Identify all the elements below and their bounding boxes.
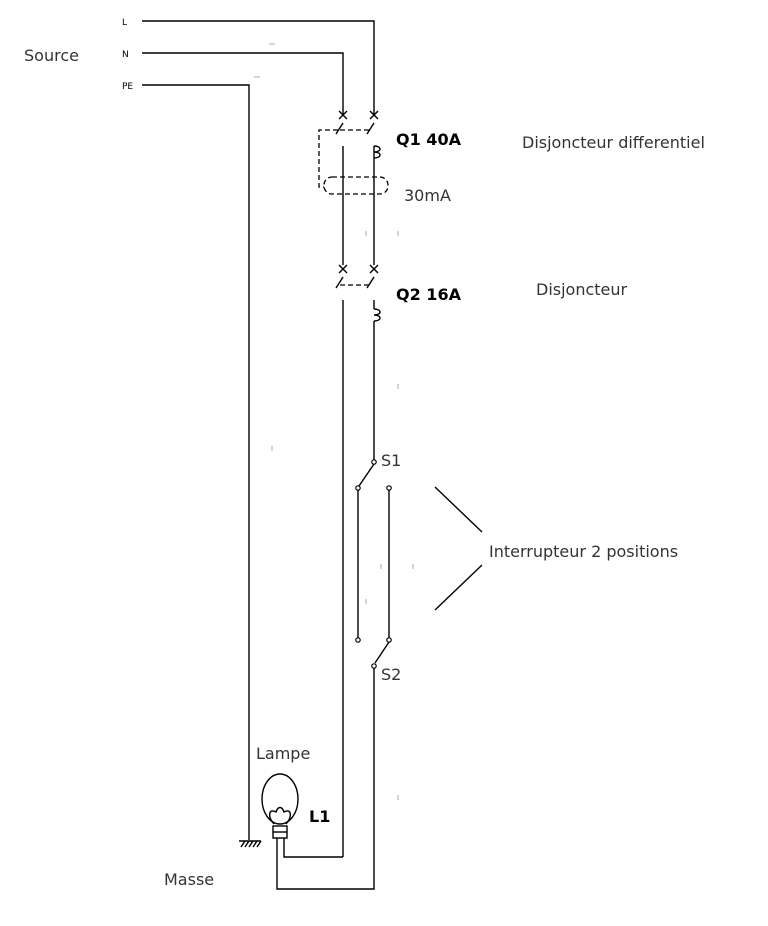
stray-marks [254, 43, 414, 800]
breaker-q2 [335, 264, 381, 857]
annotation-pointer-upper [434, 486, 483, 533]
lamp-label: Lampe [256, 744, 310, 763]
s1-label: S1 [381, 451, 401, 470]
ground-symbol [239, 840, 262, 848]
s2-label: S2 [381, 665, 401, 684]
q1-description: Disjoncteur differentiel [522, 133, 705, 152]
lamp-id: L1 [309, 807, 330, 826]
ground-label: Masse [164, 870, 214, 889]
switch-s1 [355, 459, 392, 638]
line-n-label: N [122, 50, 129, 60]
q2-id: Q2 16A [396, 285, 462, 304]
line-pe-label: PE [122, 82, 133, 92]
switch-s2 [276, 637, 392, 890]
wire-pe [142, 84, 250, 840]
line-l-label: L [122, 18, 127, 28]
q1-sensitivity: 30mA [404, 186, 451, 205]
breaker-q1 [318, 110, 389, 265]
q1-id: Q1 40A [396, 130, 462, 149]
switches-description: Interrupteur 2 positions [489, 542, 678, 561]
source-label: Source [24, 46, 79, 65]
wire-l [142, 20, 375, 115]
wire-n [142, 52, 344, 115]
annotation-pointer-lower [434, 564, 483, 611]
lamp-l1 [261, 773, 343, 858]
q2-description: Disjoncteur [536, 280, 628, 299]
